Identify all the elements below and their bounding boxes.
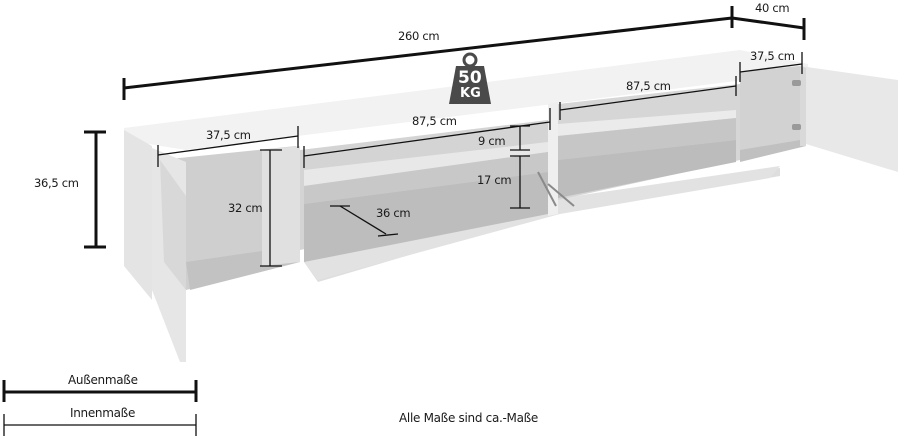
right-door-open	[800, 66, 898, 172]
weight-unit: KG	[460, 86, 481, 101]
height-label: 36,5 cm	[34, 176, 79, 190]
middle-lower-cavity	[304, 172, 548, 262]
gas-strut-icon	[537, 171, 575, 207]
middle-left-shelf	[304, 142, 548, 186]
middle-right-shelf	[558, 110, 736, 136]
right-compartment-floor	[740, 140, 806, 162]
hinge-icon	[792, 80, 801, 130]
left-inner-height-label: 32 cm	[228, 201, 263, 215]
weight-icon	[449, 52, 491, 104]
middle-left-width-label: 87,5 cm	[412, 114, 457, 128]
total-width-label: 260 cm	[398, 29, 440, 43]
right-door-edge	[800, 66, 806, 146]
legend-outer-label: Außenmaße	[68, 373, 138, 387]
right-inner-width-label: 37,5 cm	[750, 49, 795, 63]
left-door-edge	[160, 160, 186, 290]
middle-right-shelf-shadow	[558, 118, 736, 160]
left-inner-width-label: 37,5 cm	[206, 128, 251, 142]
depth-label: 40 cm	[755, 1, 790, 15]
cabinet-left-side	[124, 130, 152, 300]
upper-shelf-height-label: 9 cm	[478, 134, 506, 148]
legend-inner-label: Innenmaße	[70, 406, 136, 420]
center-divider	[548, 102, 558, 216]
middle-right-width-label: 87,5 cm	[626, 79, 671, 93]
middle-left-shelf-shadow	[304, 152, 548, 204]
middle-right-lower	[558, 140, 736, 198]
lower-shelf-height-label: 17 cm	[477, 173, 512, 187]
inner-dimension-lines	[157, 52, 803, 267]
outer-dimension-lines	[84, 6, 806, 249]
legend-lines	[2, 380, 198, 436]
right-compartment-interior	[740, 66, 800, 160]
approximate-measurements-note: Alle Maße sind ca.-Maße	[399, 411, 539, 425]
inner-depth-label: 36 cm	[376, 206, 411, 220]
middle-flap-surface	[304, 166, 780, 280]
left-divider	[262, 146, 300, 266]
weight-value: 50	[458, 68, 482, 88]
